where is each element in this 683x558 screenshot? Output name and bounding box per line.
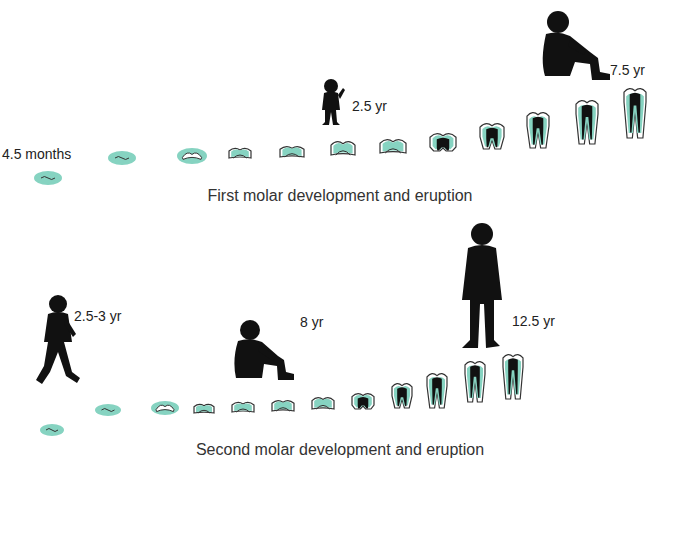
- tooth-dentin: [529, 116, 547, 144]
- tooth-dentin: [482, 126, 501, 146]
- tooth-dentin: [505, 359, 521, 395]
- tooth-enamel: [232, 402, 254, 412]
- sitting-child-silhouette: [543, 11, 610, 80]
- age-label: 2.5-3 yr: [74, 308, 121, 325]
- tooth-enamel: [624, 89, 646, 138]
- tooth-enamel: [229, 148, 251, 158]
- tooth-bud: [34, 171, 62, 185]
- tooth-pulp: [437, 138, 449, 151]
- walking-child-silhouette: [36, 295, 80, 384]
- tooth-dentin: [314, 399, 332, 408]
- age-label: 8 yr: [300, 314, 323, 331]
- tooth-pulp: [508, 358, 518, 394]
- tooth-pulp: [486, 128, 498, 147]
- tooth-enamel: [194, 404, 214, 413]
- tooth-pulp: [582, 105, 593, 140]
- tooth-enamel: [503, 355, 523, 399]
- tooth-dentin: [234, 403, 252, 411]
- tooth-pulp-line: [316, 405, 329, 409]
- tooth-pulp: [630, 93, 641, 133]
- tooth-pulp-line: [233, 155, 246, 158]
- tooth-cap: [151, 401, 179, 415]
- tooth-dentin: [354, 395, 372, 407]
- tooth-enamel: [280, 147, 304, 157]
- tooth-enamel: [576, 101, 598, 144]
- tooth-dentin: [383, 141, 404, 152]
- tooth-dentin: [626, 94, 644, 133]
- tooth-cap: [177, 148, 207, 164]
- tooth-pulp-line: [336, 151, 350, 155]
- age-label: 12.5 yr: [512, 313, 555, 330]
- tooth-dentin: [467, 366, 483, 398]
- tooth-dentin: [578, 105, 596, 140]
- tooth-enamel: [527, 113, 549, 148]
- tooth-pulp: [432, 377, 442, 404]
- tooth-dentin: [282, 148, 301, 156]
- tooth-enamel: [392, 384, 412, 408]
- age-label: 2.5 yr: [352, 98, 387, 115]
- tooth-cap-enamel: [182, 153, 201, 159]
- sitting-child-silhouette: [234, 320, 294, 380]
- tooth-dentin: [394, 386, 410, 406]
- tooth-cap-enamel: [156, 405, 174, 411]
- tooth-bud: [40, 424, 64, 436]
- tooth-enamel: [480, 124, 504, 149]
- age-label: 4.5 months: [2, 146, 71, 163]
- tooth-dentin: [429, 377, 445, 405]
- tooth-enamel: [312, 398, 334, 409]
- figure-caption: Second molar development and eruption: [196, 440, 484, 459]
- tooth-bud: [108, 151, 136, 165]
- tooth-enamel: [380, 140, 406, 153]
- tooth-enamel: [331, 142, 355, 155]
- tooth-dentin: [333, 143, 352, 154]
- child-silhouettes: [36, 11, 610, 384]
- tooth-bud-line: [115, 157, 129, 160]
- tooth-enamel: [352, 394, 374, 409]
- tooth-enamel: [427, 374, 447, 408]
- tooth-bud-line: [46, 429, 58, 432]
- toddler-silhouette: [322, 79, 345, 125]
- tooth-dentin: [231, 149, 249, 157]
- figure-caption: First molar development and eruption: [207, 186, 472, 205]
- tooth-pulp-line: [236, 409, 249, 412]
- tooth-bud-line: [102, 409, 115, 412]
- age-label: 7.5 yr: [610, 62, 645, 79]
- tooth-pulp-line: [285, 154, 299, 157]
- tooth-enamel: [272, 401, 294, 411]
- tooth-enamel: [430, 134, 456, 151]
- tooth-bud-line: [41, 177, 55, 180]
- tooth-enamel: [465, 362, 485, 402]
- tooth-pulp-line: [276, 408, 289, 411]
- tooth-stages: [34, 89, 646, 436]
- tooth-bud: [95, 404, 121, 416]
- teen-silhouette: [462, 223, 502, 348]
- tooth-pulp: [358, 397, 369, 409]
- tooth-pulp: [470, 365, 480, 397]
- tooth-pulp-line: [385, 149, 401, 153]
- tooth-dentin: [196, 405, 212, 412]
- tooth-pulp-line: [198, 410, 210, 413]
- tooth-pulp: [397, 387, 407, 406]
- tooth-pulp: [533, 117, 544, 145]
- tooth-dentin: [274, 402, 292, 410]
